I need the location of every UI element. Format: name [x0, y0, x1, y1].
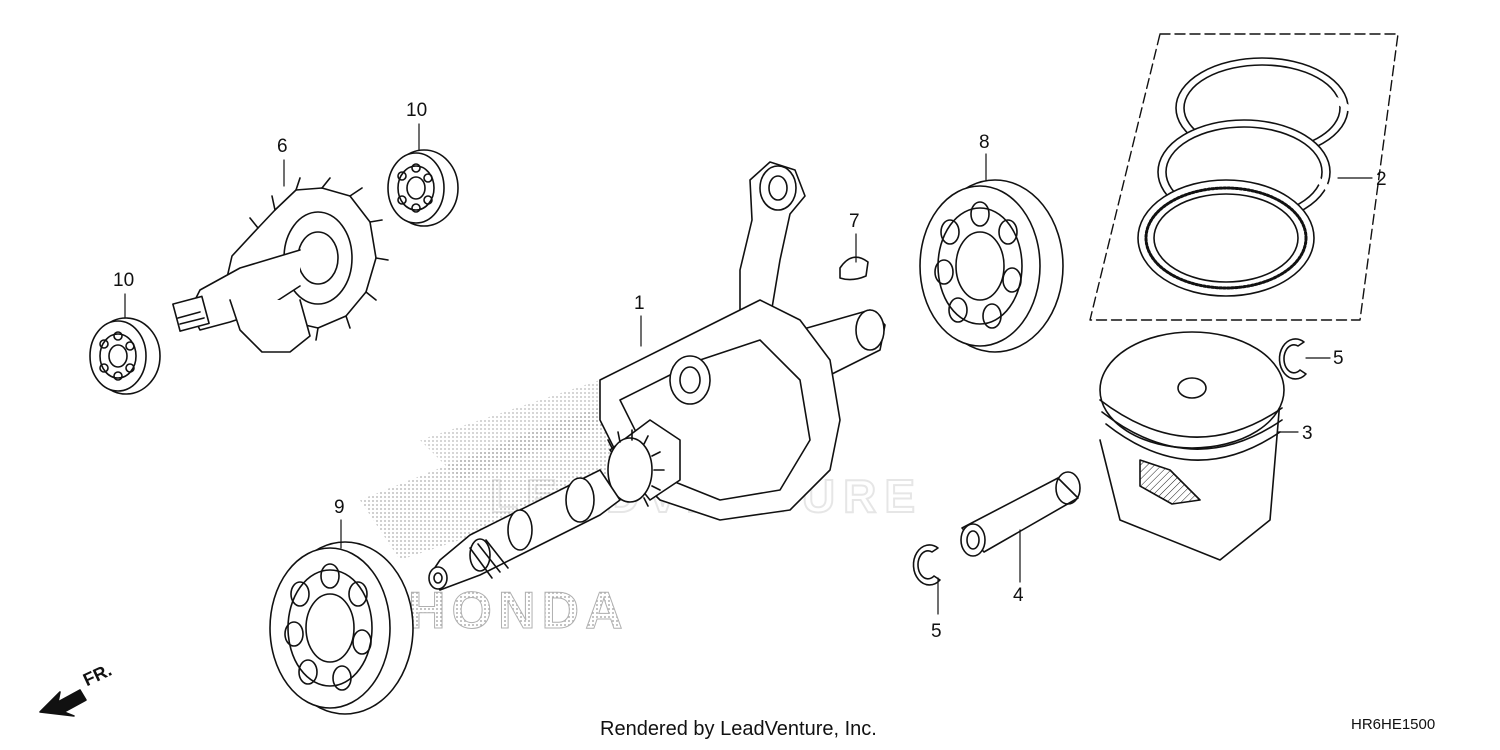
pin-clip-5-lower[interactable] — [912, 544, 941, 586]
woodruff-key-7[interactable] — [839, 256, 869, 281]
callout-bearing-10-upper[interactable]: 10 — [406, 100, 428, 121]
callout-woodruff-key[interactable]: 7 — [849, 211, 860, 232]
piston-ring-set-2[interactable] — [1089, 33, 1399, 321]
callout-piston[interactable]: 3 — [1302, 423, 1313, 444]
callout-crankshaft[interactable]: 1 — [634, 293, 645, 314]
footer-credit: Rendered by LeadVenture, Inc. — [600, 718, 877, 740]
callout-bearing-8[interactable]: 8 — [979, 132, 990, 153]
callout-pin-clip-lower[interactable]: 5 — [931, 621, 942, 642]
bearing-10-left[interactable] — [89, 317, 161, 395]
callout-balancer-shaft[interactable]: 6 — [277, 136, 288, 157]
piston-pin-4[interactable] — [960, 471, 1081, 557]
callout-piston-ring-set[interactable]: 2 — [1376, 169, 1387, 190]
crankshaft-1[interactable] — [428, 161, 886, 591]
callout-bearing-10-left[interactable]: 10 — [113, 270, 135, 291]
piston-3[interactable] — [1099, 331, 1285, 561]
front-direction-arrow-icon — [39, 689, 87, 717]
bearing-10-upper[interactable] — [387, 149, 459, 227]
honda-logo-text: HONDA — [408, 582, 629, 640]
honda-logo-watermark: HONDA — [360, 370, 650, 641]
diagram-code: HR6HE1500 — [1351, 716, 1436, 733]
balancer-shaft-6[interactable] — [172, 177, 389, 353]
callout-pin-clip-upper[interactable]: 5 — [1333, 348, 1344, 369]
pin-clip-5-upper[interactable] — [1278, 338, 1307, 380]
callout-bearing-9[interactable]: 9 — [334, 497, 345, 518]
leader-lines — [124, 123, 1373, 615]
callout-piston-pin[interactable]: 4 — [1013, 585, 1024, 606]
bearing-8[interactable] — [919, 179, 1064, 353]
bearing-9[interactable] — [269, 541, 414, 715]
